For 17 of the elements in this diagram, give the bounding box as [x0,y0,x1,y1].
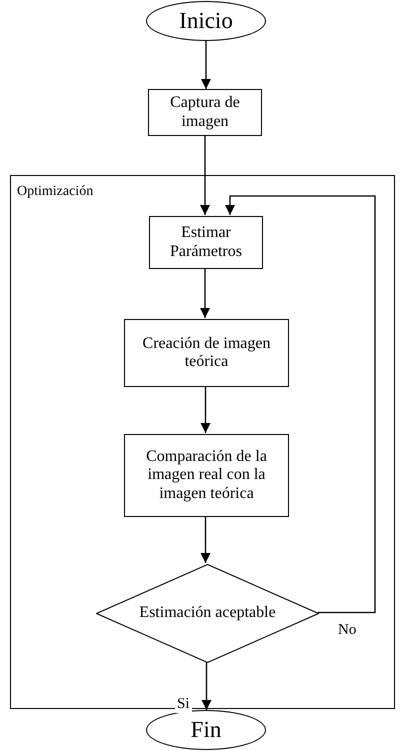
arrow [201,41,211,89]
terminal-ellipse: Inicio [146,1,266,41]
edge-label: Si [175,696,192,713]
process-box: Estimar Parámetros [149,216,263,269]
terminal-ellipse: Fin [146,710,266,750]
process-box: Comparación de la imagen real con la imagen teórica [124,434,289,517]
group-frame [10,175,395,709]
arrow [200,268,210,318]
group-title: Optimización [17,184,94,200]
arrow [225,195,376,614]
decision-diamond: Estimación aceptable [96,564,319,663]
arrow [200,386,210,433]
arrow [202,662,212,710]
arrow [200,136,210,215]
process-box: Captura de imagen [148,89,262,136]
process-box: Creación de imagen teórica [124,319,289,387]
arrow [200,516,210,563]
